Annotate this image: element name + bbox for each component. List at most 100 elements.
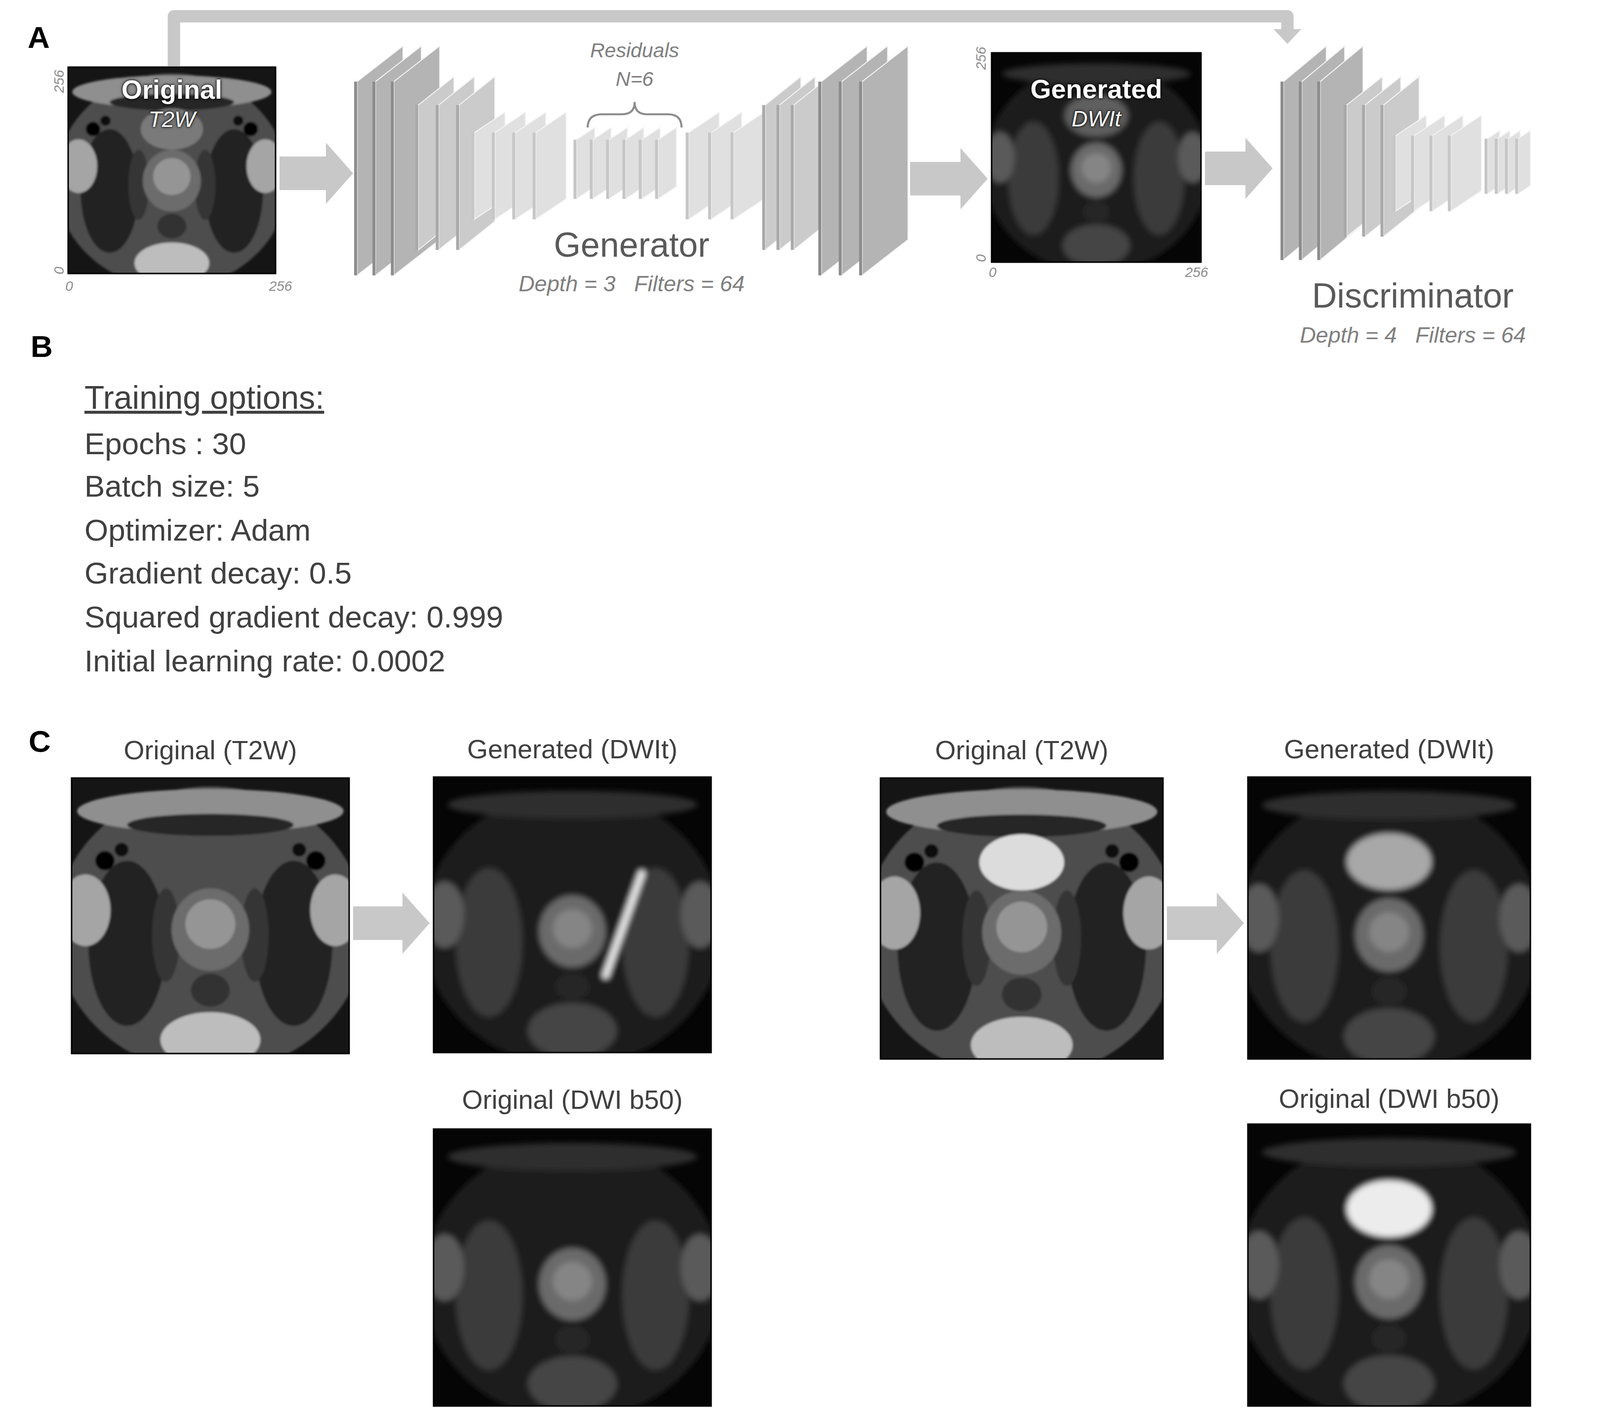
anatomy-shape	[447, 1143, 698, 1171]
anatomy-shape	[95, 851, 115, 871]
layer-side	[862, 45, 909, 276]
anatomy-shape	[455, 1220, 523, 1371]
layer-face	[776, 105, 780, 250]
block-arrow	[1166, 892, 1244, 955]
option-item: Squared gradient decay: 0.999	[84, 599, 504, 635]
layer-side	[1518, 130, 1531, 194]
option-item: Gradient decay: 0.5	[84, 555, 352, 591]
layer-side	[658, 127, 677, 200]
layer-face	[605, 139, 609, 200]
axis-tick: 0	[988, 264, 997, 281]
anatomy-shape	[527, 1003, 617, 1053]
layer-face	[573, 139, 577, 200]
image-panel: Original (DWI b50)	[1247, 1083, 1531, 1407]
anatomy-shape	[1081, 153, 1111, 183]
image-border	[71, 778, 350, 1054]
anatomy-shape	[970, 1017, 1073, 1060]
layer-face	[1361, 105, 1365, 238]
layer-face	[790, 105, 794, 250]
layer-face	[1392, 135, 1396, 212]
anatomy-shape	[68, 139, 98, 194]
anatomy-shape	[1369, 1259, 1409, 1300]
layer-face	[456, 105, 460, 250]
anatomy-shape	[153, 158, 191, 196]
node-title: Original	[121, 74, 223, 105]
axis-tick: 0	[51, 266, 68, 275]
anatomy-shape	[433, 791, 712, 1053]
layer-side	[592, 127, 611, 200]
layer-side	[733, 112, 764, 220]
block-arrow	[279, 142, 354, 204]
image-border	[880, 778, 1163, 1060]
layer-face	[589, 139, 593, 200]
node-subtitle: DWIt	[1071, 106, 1121, 132]
image-border	[1247, 1124, 1531, 1407]
anatomy-shape	[1071, 142, 1122, 198]
anatomy-shape	[433, 1143, 712, 1407]
layer-face	[1410, 135, 1414, 212]
anatomy-shape	[1270, 1217, 1339, 1370]
anatomy-shape	[1346, 1180, 1432, 1238]
connector-arrow	[1204, 137, 1273, 200]
layer-face	[1380, 105, 1384, 238]
layer-side	[608, 127, 628, 200]
axis-tick: 256	[973, 46, 990, 71]
layer-face	[354, 81, 358, 276]
anatomy-shape	[233, 115, 244, 126]
layer-face	[1280, 81, 1284, 261]
image-border	[68, 67, 276, 274]
anatomy-shape	[1346, 833, 1432, 890]
layer-face	[639, 139, 642, 200]
anatomy-shape	[880, 876, 920, 950]
anatomy-shape	[71, 786, 350, 1054]
node-subtitle: Depth = 3 Filters = 64	[518, 271, 745, 297]
layer-face	[622, 139, 626, 200]
panel-letter: B	[30, 328, 53, 364]
anatomy-shape	[527, 1356, 617, 1407]
anatomy-shape	[1123, 876, 1163, 950]
anatomy-shape	[433, 1234, 465, 1302]
anatomy-shape	[680, 881, 712, 949]
anatomy-shape	[1262, 791, 1517, 820]
node-title: Generated (DWIt)	[467, 733, 678, 765]
anatomy-shape	[555, 1325, 589, 1354]
image-node: GeneratedDWIt	[991, 52, 1201, 263]
anatomy-shape	[1247, 1138, 1531, 1407]
anatomy-shape	[114, 842, 129, 857]
anatomy-shape	[1499, 884, 1531, 953]
mri-image	[71, 778, 350, 1054]
layer-face	[730, 132, 734, 220]
connector-arrow	[353, 892, 430, 955]
layer-face	[818, 81, 822, 276]
layer-face	[390, 81, 394, 276]
axis-tick: 0	[973, 254, 990, 263]
mri-image	[68, 67, 276, 274]
image-panel: Generated (DWIt)	[433, 733, 712, 1053]
image-border	[991, 52, 1201, 263]
node-title: Original (DWI b50)	[1278, 1083, 1500, 1115]
axis-tick: 256	[51, 70, 68, 94]
layer-face	[372, 81, 376, 276]
layer-face	[512, 132, 516, 220]
anatomy-shape	[553, 1262, 593, 1302]
image-border	[433, 1129, 712, 1407]
anatomy-shape	[100, 115, 111, 126]
anatomy-shape	[1177, 132, 1201, 183]
block-arrow	[353, 892, 430, 955]
residual-brace	[587, 102, 682, 128]
mri-image	[880, 778, 1163, 1060]
layer-face	[1494, 138, 1498, 195]
anatomy-shape	[68, 73, 276, 274]
anatomy-shape	[904, 852, 925, 873]
layer-face	[1447, 135, 1451, 212]
anatomy-shape	[1083, 201, 1110, 223]
discriminator-block: DiscriminatorDepth = 4 Filters = 64	[1276, 45, 1550, 348]
layer-face	[532, 132, 536, 220]
anatomy-shape	[1119, 852, 1139, 873]
anatomy-shape	[433, 881, 465, 949]
mri-image	[991, 52, 1201, 263]
block-arrow	[910, 148, 988, 210]
anatomy-shape	[1133, 121, 1185, 236]
anatomy-shape	[306, 851, 326, 871]
